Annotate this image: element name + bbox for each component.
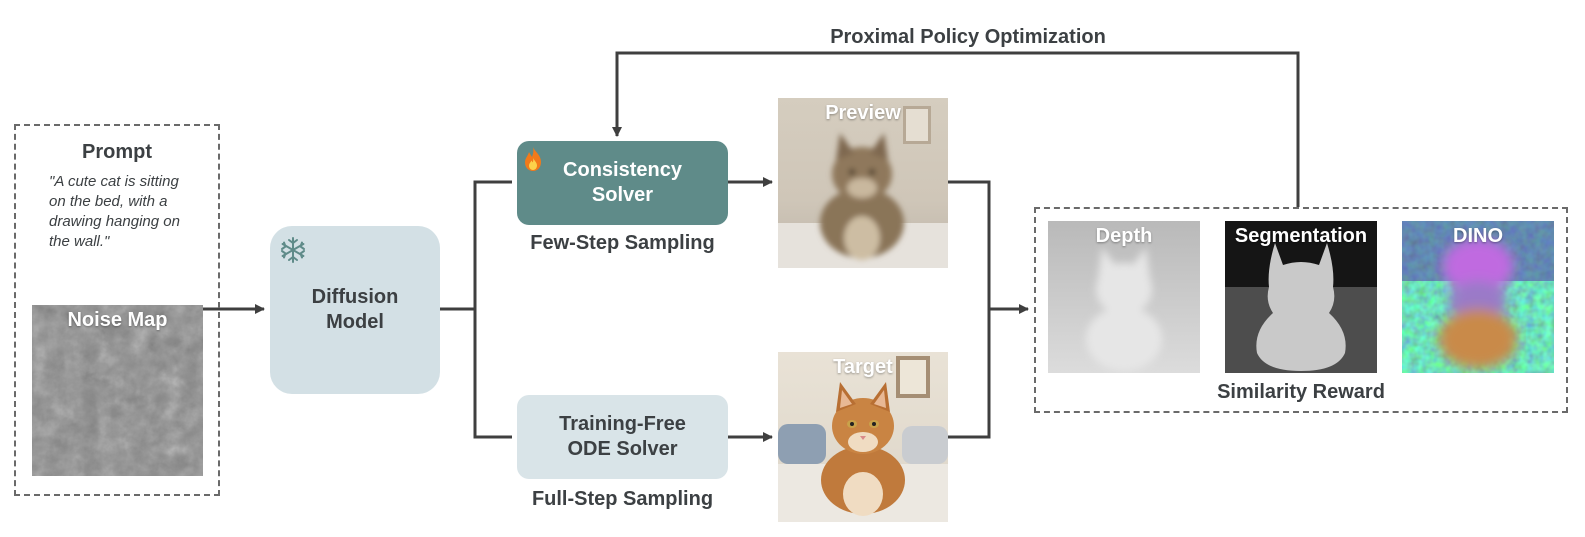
preview-image: Preview	[778, 98, 948, 268]
diffusion-model-label-line1: Diffusion	[311, 286, 399, 308]
consistency-solver-box: Consistency Solver	[517, 141, 728, 225]
few-step-sampling-caption: Few-Step Sampling	[530, 232, 715, 254]
connector-diffusion-upper	[473, 180, 512, 309]
preview-label: Preview	[825, 102, 901, 124]
segmentation-mask-picture	[1225, 221, 1377, 373]
noise-map-label: Noise Map	[67, 309, 168, 331]
diffusion-model-label-line2: Model	[326, 311, 384, 333]
preview-cat-picture	[778, 106, 948, 268]
segmentation-panel: Segmentation	[1225, 221, 1377, 373]
noise-texture	[32, 305, 203, 476]
prompt-text: "A cute cat is sitting on the bed, with …	[49, 173, 180, 250]
ode-solver-label-line2: ODE Solver	[567, 438, 678, 460]
consistency-solver-label-line1: Consistency	[563, 159, 682, 181]
ode-solver-box: Training-Free ODE Solver	[517, 395, 728, 479]
consistency-solver-label-line2: Solver	[591, 184, 654, 206]
input-group	[14, 124, 220, 496]
depth-panel: Depth	[1048, 221, 1200, 373]
ode-solver-label-line1: Training-Free	[559, 413, 686, 435]
arrow-ppo-feedback	[612, 51, 1300, 207]
ppo-label: Proximal Policy Optimization	[830, 26, 1106, 48]
depth-label: Depth	[1095, 225, 1153, 247]
dino-label: DINO	[1453, 225, 1503, 247]
connector-diffusion-lower	[473, 309, 512, 439]
dino-feature-picture	[1402, 221, 1554, 373]
dino-panel: DINO	[1402, 221, 1554, 373]
target-cat-picture	[778, 356, 948, 522]
connector-preview-merge	[943, 180, 991, 439]
target-label: Target	[833, 356, 893, 378]
prompt-title: Prompt	[82, 141, 152, 163]
full-step-sampling-caption: Full-Step Sampling	[531, 488, 714, 510]
reward-group	[1034, 207, 1568, 413]
noise-map-image: Noise Map	[32, 305, 203, 476]
snowflake-icon	[281, 237, 305, 263]
similarity-reward-caption: Similarity Reward	[1217, 381, 1385, 403]
segmentation-label: Segmentation	[1234, 225, 1368, 247]
fire-icon	[525, 147, 541, 171]
depth-map-picture	[1048, 221, 1200, 373]
target-image: Target	[778, 352, 948, 522]
